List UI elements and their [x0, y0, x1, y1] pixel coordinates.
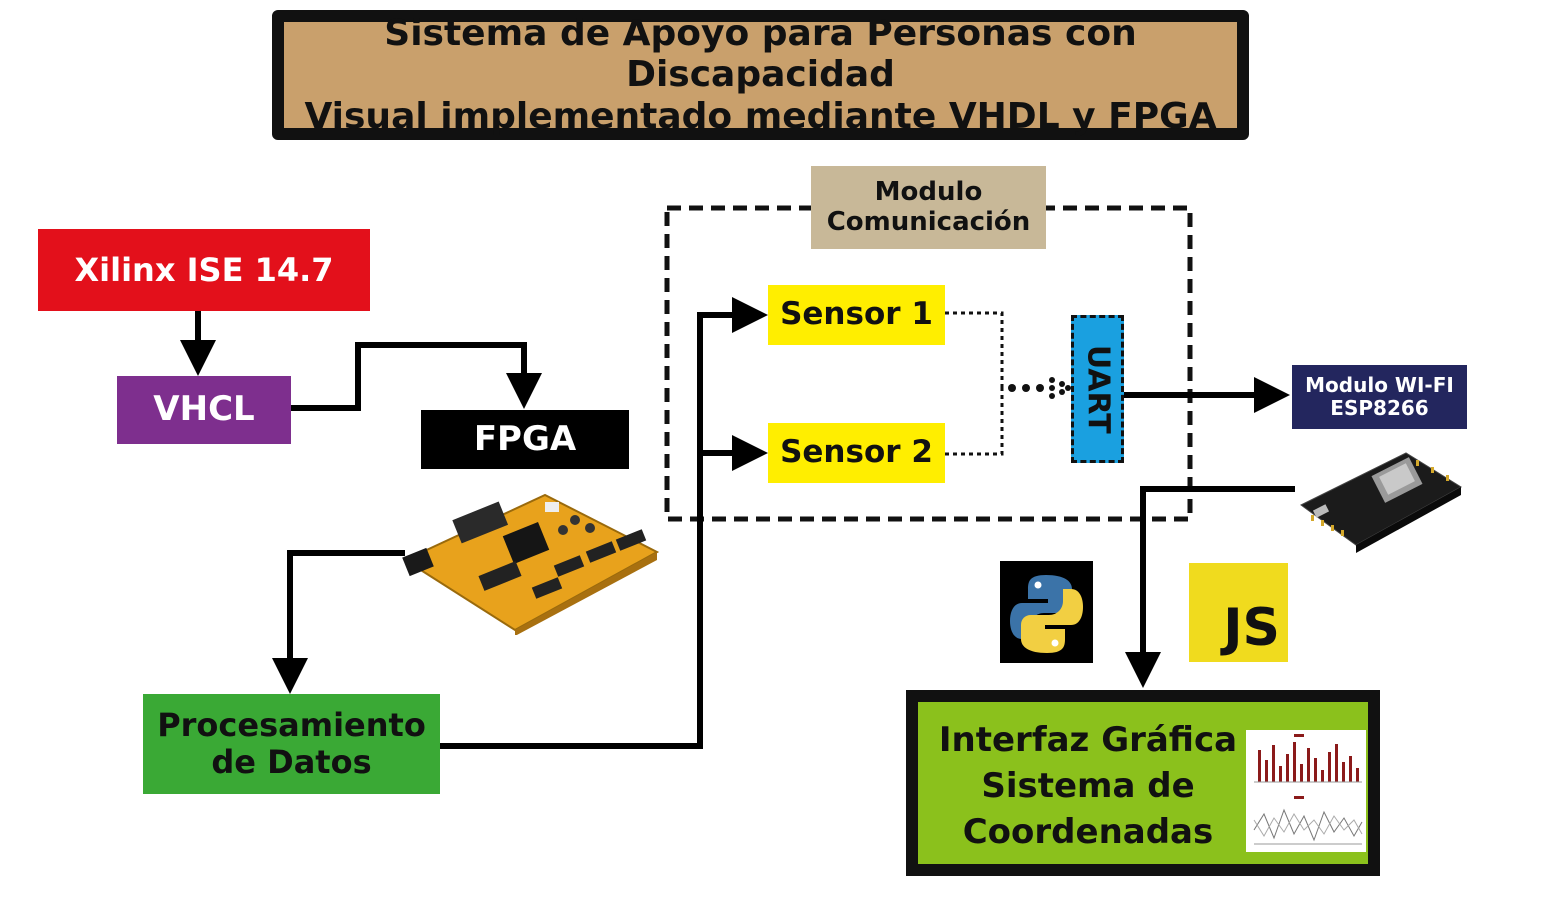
dotted-sensor2-uart — [945, 388, 1004, 456]
interface-line-3: Coordenadas — [962, 811, 1214, 852]
arrow-esp-interface — [1125, 486, 1295, 688]
interface-line-2: Sistema de — [981, 766, 1195, 807]
dotted-sensor1-uart — [945, 311, 1004, 388]
fpga-box: FPGA — [421, 410, 629, 469]
sensor-1-label: Sensor 1 — [780, 296, 933, 333]
xilinx-label: Xilinx ISE 14.7 — [74, 250, 334, 289]
sensor-1-box: Sensor 1 — [768, 285, 945, 345]
line-processing-sensors — [440, 297, 768, 749]
uart-label: UART — [1080, 344, 1116, 434]
diagram-title: Sistema de Apoyo para Personas con Disca… — [272, 10, 1249, 140]
sensor-2-box: Sensor 2 — [768, 423, 945, 483]
arrow-vhcl-fpga — [291, 342, 542, 411]
sensor-2-label: Sensor 2 — [780, 434, 933, 471]
wifi-line-2: ESP8266 — [1330, 396, 1429, 420]
xilinx-box: Xilinx ISE 14.7 — [38, 229, 370, 311]
comm-module-line-1: Modulo — [874, 176, 983, 207]
title-line-2: Visual implementado mediante VHDL y FPGA — [304, 95, 1217, 137]
title-line-1: Sistema de Apoyo para Personas con Disca… — [384, 12, 1137, 96]
processing-line-2: de Datos — [211, 743, 372, 781]
python-icon — [1010, 575, 1083, 653]
python-logo — [1000, 561, 1093, 663]
vhcl-box: VHCL — [117, 376, 291, 444]
wifi-module-box: Modulo WI-FI ESP8266 — [1292, 365, 1467, 429]
comm-module-line-2: Comunicación — [826, 206, 1031, 237]
processing-line-1: Procesamiento — [157, 706, 426, 745]
javascript-logo: JS — [1189, 563, 1288, 662]
wifi-line-1: Modulo WI-FI — [1305, 373, 1454, 397]
chart-thumbnail-icon — [1246, 730, 1366, 852]
fpga-board-icon — [402, 493, 660, 635]
vhcl-label: VHCL — [153, 389, 255, 430]
interface-text: Interfaz Gráfica Sistema de Coordenadas — [928, 712, 1248, 862]
interface-box: Interfaz Gráfica Sistema de Coordenadas — [906, 690, 1380, 876]
dotted-arrow-to-uart — [1008, 377, 1071, 399]
interface-line-1: Interfaz Gráfica — [938, 720, 1238, 761]
arrow-fpga-processing — [272, 550, 405, 694]
fpga-label: FPGA — [473, 418, 577, 459]
comm-module-label-box: Modulo Comunicación — [811, 166, 1046, 249]
javascript-icon: JS — [1223, 598, 1280, 658]
uart-box: UART — [1071, 315, 1124, 463]
processing-box: Procesamiento de Datos — [143, 694, 440, 794]
esp8266-board-icon — [1300, 452, 1462, 553]
